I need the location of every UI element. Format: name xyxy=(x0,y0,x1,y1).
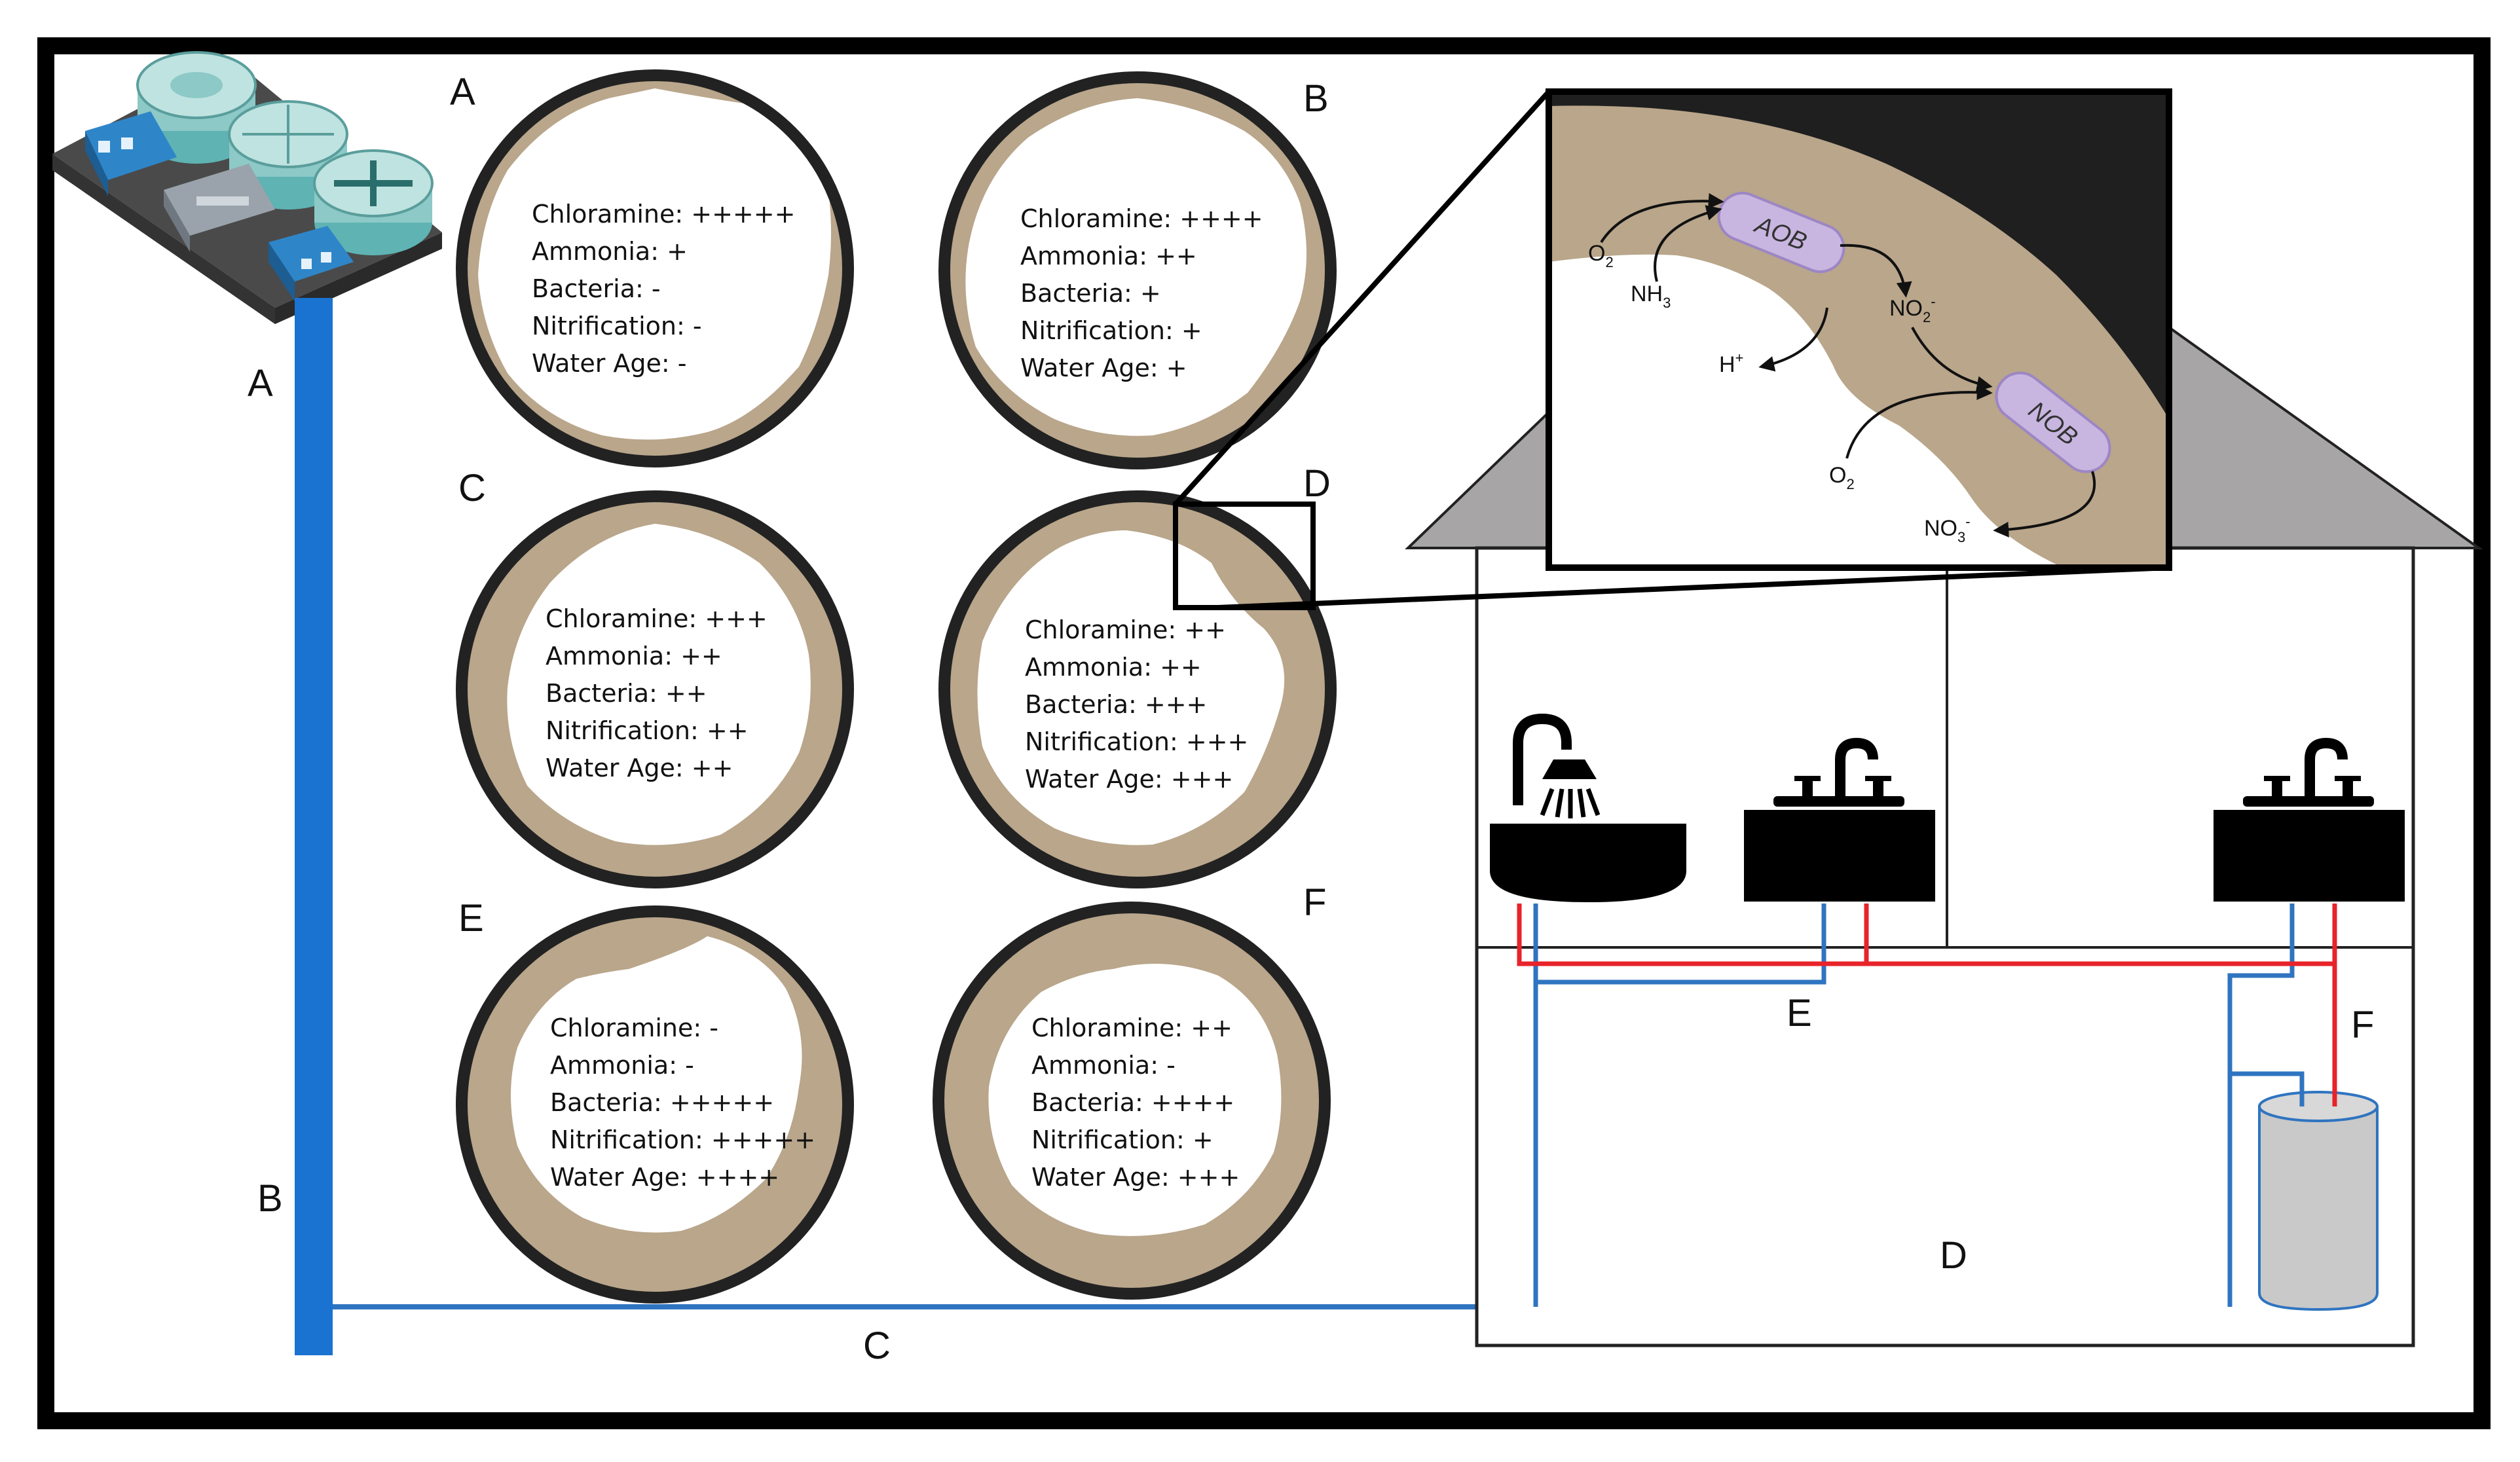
section-e-line-2: Ammonia: - xyxy=(550,1051,694,1080)
pipe-label-c: C xyxy=(863,1325,891,1367)
main-supply-pipe xyxy=(295,298,333,1355)
biofilm-inset: AOB NOB O2 NH3 H+ NO2- O2 NO3- xyxy=(1546,88,2172,571)
o2-label-1: O2 xyxy=(1588,241,1614,270)
section-f-line-2: Ammonia: - xyxy=(1031,1051,1176,1080)
sink-icon xyxy=(1744,737,1935,902)
section-a-line-1: Chloramine: +++++ xyxy=(532,200,795,228)
section-d-line-2: Ammonia: ++ xyxy=(1025,653,1202,682)
section-b-line-4: Nitrification: + xyxy=(1020,316,1202,345)
section-e-line-4: Nitrification: +++++ xyxy=(550,1125,815,1154)
sink-icon-2 xyxy=(2214,737,2405,902)
shower-icon xyxy=(1490,713,1686,902)
section-d-line-3: Bacteria: +++ xyxy=(1025,690,1207,719)
section-c-line-3: Bacteria: ++ xyxy=(546,679,707,708)
section-a-line-3: Bacteria: - xyxy=(532,274,661,303)
outer-frame xyxy=(37,37,2491,1429)
pipe-section-b: B Chloramine: ++++ Ammonia: ++ Bacteria:… xyxy=(938,71,1337,469)
house-label-f: F xyxy=(2351,1004,2374,1046)
pipe-section-c: C Chloramine: +++ Ammonia: ++ Bacteria: … xyxy=(456,467,854,888)
section-f-line-4: Nitrification: + xyxy=(1031,1125,1214,1154)
section-f-line-1: Chloramine: ++ xyxy=(1031,1014,1232,1042)
section-letter-e: E xyxy=(458,897,484,940)
plumbing xyxy=(1517,904,2337,1307)
o2-label-2: O2 xyxy=(1829,463,1855,492)
section-letter-f: F xyxy=(1303,881,1326,924)
pipe-label-a: A xyxy=(248,362,273,405)
section-c-line-1: Chloramine: +++ xyxy=(546,604,768,633)
section-b-line-2: Ammonia: ++ xyxy=(1020,242,1197,270)
section-letter-d: D xyxy=(1303,462,1331,505)
section-a-line-4: Nitrification: - xyxy=(532,312,702,340)
house-label-d: D xyxy=(1940,1234,1967,1277)
water-heater-icon xyxy=(2258,1091,2379,1311)
section-d-line-4: Nitrification: +++ xyxy=(1025,727,1248,756)
section-f-line-5: Water Age: +++ xyxy=(1031,1163,1240,1192)
treatment-plant-icon xyxy=(52,51,442,324)
h-plus-label: H+ xyxy=(1719,350,1743,377)
section-a-line-2: Ammonia: + xyxy=(532,237,688,266)
nh3-label: NH3 xyxy=(1631,282,1671,311)
section-b-line-1: Chloramine: ++++ xyxy=(1020,204,1263,233)
pipe-label-b: B xyxy=(257,1177,283,1220)
pipe-section-e: E Chloramine: - Ammonia: - Bacteria: +++… xyxy=(456,897,854,1304)
section-f-line-3: Bacteria: ++++ xyxy=(1031,1088,1234,1117)
no3-label: NO3- xyxy=(1924,513,1971,545)
pipe-section-a: A Chloramine: +++++ Ammonia: + Bacteria:… xyxy=(450,69,854,467)
aob-bacterium: AOB xyxy=(1717,192,1845,273)
section-a-line-5: Water Age: - xyxy=(532,349,687,378)
section-c-line-5: Water Age: ++ xyxy=(546,754,733,782)
section-b-line-3: Bacteria: + xyxy=(1020,279,1161,308)
section-letter-a: A xyxy=(450,71,475,113)
pipe-section-d: D Chloramine: ++ Ammonia: ++ Bacteria: +… xyxy=(938,462,1337,888)
section-letter-c: C xyxy=(458,467,486,509)
section-letter-b: B xyxy=(1303,77,1329,120)
section-b-line-5: Water Age: + xyxy=(1020,354,1187,382)
section-e-line-1: Chloramine: - xyxy=(550,1014,718,1042)
section-e-line-3: Bacteria: +++++ xyxy=(550,1088,774,1117)
pipe-section-f: F Chloramine: ++ Ammonia: - Bacteria: ++… xyxy=(933,881,1331,1300)
section-d-line-1: Chloramine: ++ xyxy=(1025,615,1226,644)
no2-label: NO2- xyxy=(1889,293,1936,325)
section-c-line-4: Nitrification: ++ xyxy=(546,716,749,745)
section-d-line-5: Water Age: +++ xyxy=(1025,765,1233,794)
house-label-e: E xyxy=(1787,992,1812,1034)
section-c-line-2: Ammonia: ++ xyxy=(546,642,722,670)
section-e-line-5: Water Age: ++++ xyxy=(550,1163,779,1192)
